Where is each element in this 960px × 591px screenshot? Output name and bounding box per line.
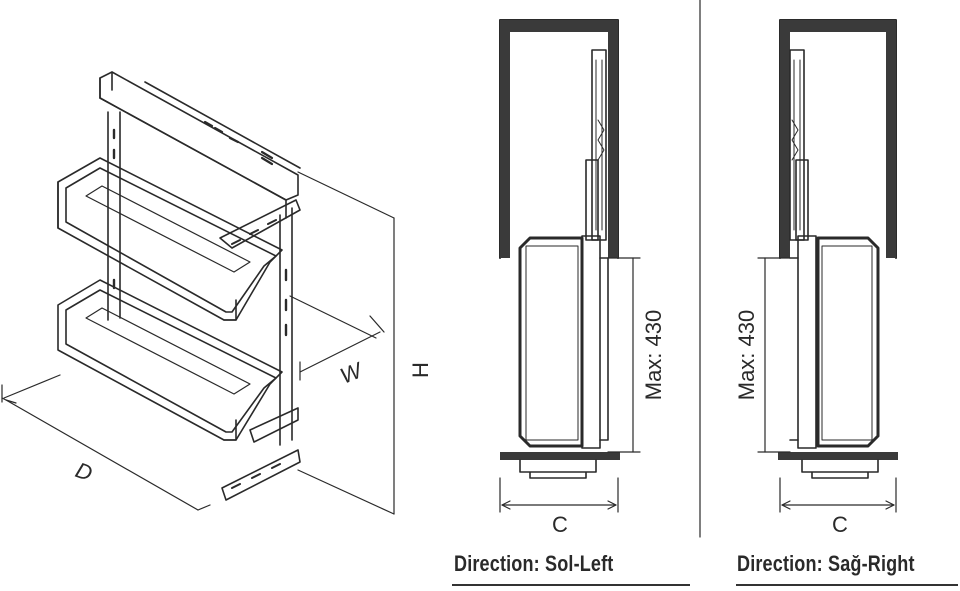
right-basket	[816, 236, 880, 448]
right-cabinet	[779, 19, 897, 259]
iso-frame-right	[279, 207, 293, 446]
label-width: W	[337, 357, 368, 389]
label-right-max: Max: 430	[734, 310, 759, 401]
iso-lower-basket	[57, 279, 283, 441]
left-base	[500, 452, 620, 460]
label-depth: D	[72, 457, 96, 486]
right-slide	[789, 49, 805, 241]
right-c-dimension	[779, 477, 897, 513]
iso-upper-basket	[57, 157, 301, 321]
left-c-dimension	[499, 477, 619, 513]
right-max-dimension	[757, 257, 791, 453]
dimension-lines	[1, 171, 395, 515]
iso-frame-left	[107, 111, 121, 321]
iso-bottom-runner	[221, 449, 301, 501]
label-height: H	[408, 362, 433, 378]
left-elevation	[499, 19, 620, 479]
left-cabinet	[499, 19, 619, 259]
left-slide	[591, 49, 607, 241]
label-left-max: Max: 430	[641, 310, 666, 401]
caption-direction-left: Direction: Sol-Left	[454, 551, 614, 576]
iso-back-panel	[99, 71, 299, 201]
left-max-dimension	[607, 257, 641, 453]
caption-direction-right: Direction: Sağ-Right	[737, 551, 915, 576]
right-elevation	[778, 19, 898, 479]
caption-underline-right	[736, 584, 958, 586]
iso-basket-unit	[57, 71, 301, 501]
label-right-c: C	[832, 512, 848, 537]
caption-underline-left	[452, 584, 690, 586]
right-base	[778, 452, 898, 460]
left-basket	[518, 236, 584, 448]
label-left-c: C	[552, 512, 568, 537]
